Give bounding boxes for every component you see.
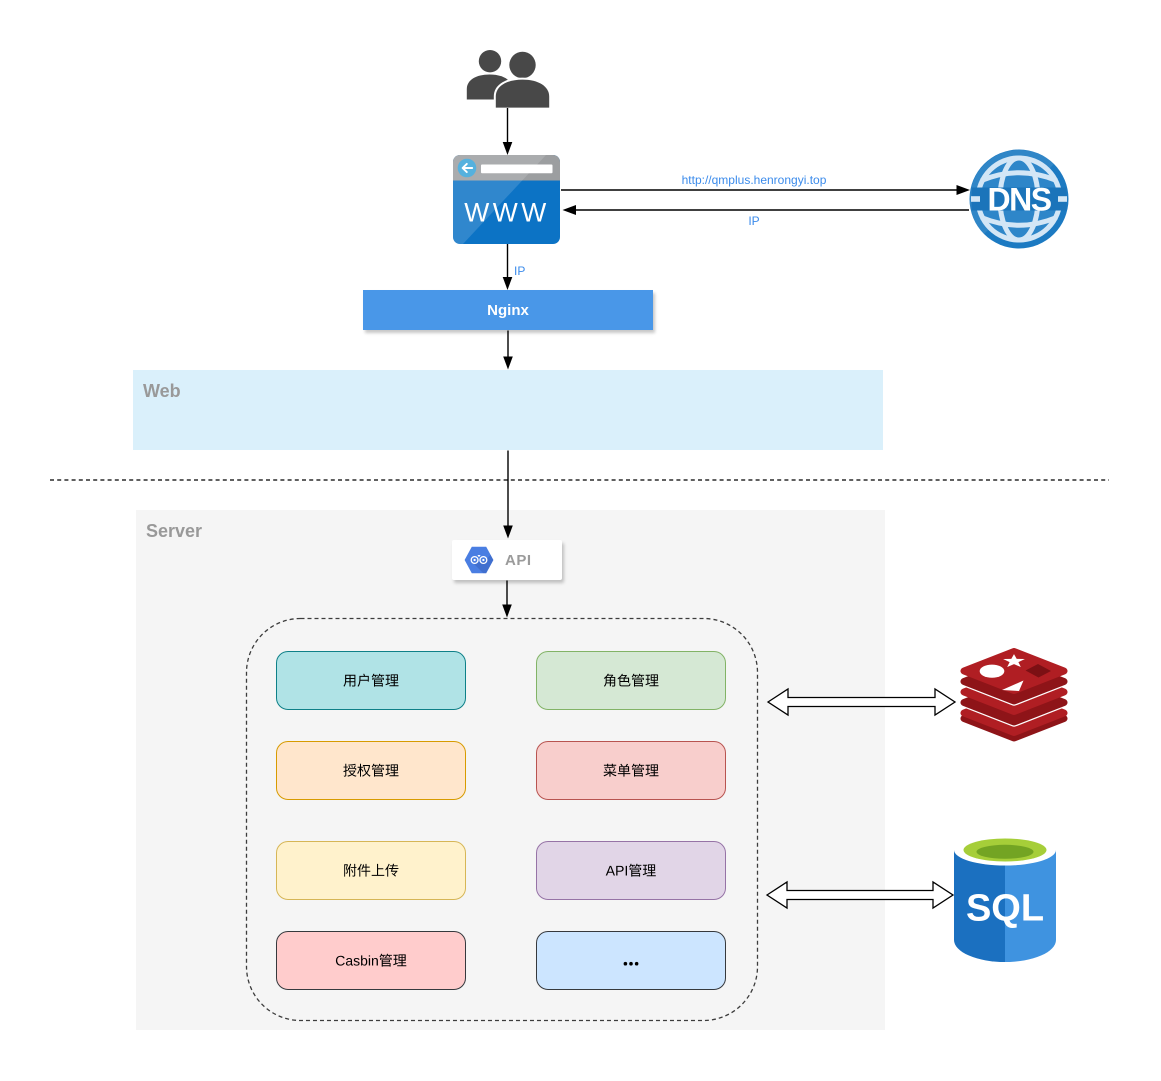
dns-icon[interactable]: DNS: [969, 149, 1069, 249]
module-label-glyphs: [343, 673, 399, 687]
module-box-4[interactable]: 附件上传: [276, 841, 466, 900]
dns-label: DNS: [987, 182, 1051, 218]
server-layer-label: Server: [146, 521, 203, 541]
web-layer: Web: [133, 370, 883, 450]
server-layer: Server: [136, 510, 885, 1030]
nginx-label: Nginx: [487, 301, 529, 319]
module-label-glyphs: [605, 863, 656, 877]
module-label-glyphs: [623, 961, 639, 965]
module-box-7[interactable]: ...: [536, 931, 726, 990]
module-box-0[interactable]: 用户管理: [276, 651, 466, 710]
module-box-1[interactable]: 角色管理: [536, 651, 726, 710]
nginx-node[interactable]: Nginx: [363, 290, 653, 330]
browser-label: WWW: [464, 198, 550, 228]
edge-dns-to-browser: [562, 205, 969, 215]
redis-icon[interactable]: [958, 648, 1070, 748]
api-hexagon-icon: [464, 546, 494, 574]
module-label-glyphs: [603, 763, 659, 777]
edge-users-to-browser: [502, 108, 513, 155]
api-label: API: [505, 551, 532, 569]
module-box-2[interactable]: 授权管理: [276, 741, 466, 800]
browser-address-bar: [481, 164, 553, 174]
users-icon: [466, 50, 550, 108]
edge-label-domain: http://qmplus.henrongyi.top: [681, 173, 827, 187]
web-layer-label: Web: [143, 381, 181, 401]
module-label-glyphs: [344, 863, 399, 877]
sql-label: SQL: [966, 888, 1044, 930]
sql-database-icon[interactable]: SQL: [952, 832, 1058, 964]
api-node[interactable]: API: [452, 540, 562, 580]
edge-label-ip-dns: IP: [748, 214, 760, 228]
module-label-glyphs: [603, 673, 659, 687]
edge-label-ip-nginx: IP: [514, 264, 526, 278]
module-box-6[interactable]: Casbin管理: [276, 931, 466, 990]
edge-browser-to-nginx: [502, 244, 513, 290]
module-box-3[interactable]: 菜单管理: [536, 741, 726, 800]
browser-icon[interactable]: WWW: [453, 155, 560, 244]
module-box-5[interactable]: API管理: [536, 841, 726, 900]
back-arrow-icon: [461, 162, 474, 174]
module-label-glyphs: [335, 953, 407, 967]
edge-nginx-to-web: [503, 330, 513, 370]
module-label-glyphs: [343, 763, 399, 777]
